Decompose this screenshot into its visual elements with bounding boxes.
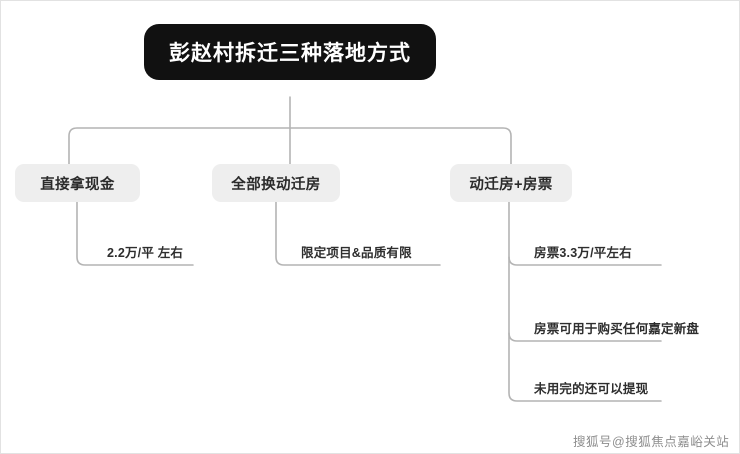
edge-root-to-branch-3 xyxy=(289,127,512,165)
leaf-node-label: 房票可用于购买任何嘉定新盘 xyxy=(534,321,700,336)
leaf-node-voucher-cashout[interactable]: 未用完的还可以提现 xyxy=(534,376,734,398)
branch-node-label: 动迁房+房票 xyxy=(469,176,553,193)
leaf-node-project-limits[interactable]: 限定项目&品质有限 xyxy=(301,240,501,262)
branch-node-relocation-housing[interactable]: 全部换动迁房 xyxy=(212,164,340,202)
leaf-node-voucher-usage[interactable]: 房票可用于购买任何嘉定新盘 xyxy=(534,316,739,338)
branch-node-housing-plus-voucher[interactable]: 动迁房+房票 xyxy=(450,164,572,202)
leaf-node-label: 未用完的还可以提现 xyxy=(534,381,649,396)
leaf-node-label: 房票3.3万/平左右 xyxy=(534,245,632,260)
root-node-label: 彭赵村拆迁三种落地方式 xyxy=(169,42,411,65)
branch-node-label: 直接拿现金 xyxy=(40,176,115,193)
edge-branch-3-spine xyxy=(508,201,662,402)
branch-node-cash[interactable]: 直接拿现金 xyxy=(15,164,140,202)
watermark-text: 搜狐号@搜狐焦点嘉峪关站 xyxy=(573,435,730,449)
edge-root-to-branch-1 xyxy=(68,127,291,165)
leaf-node-label: 限定项目&品质有限 xyxy=(301,245,412,260)
leaf-node-voucher-price[interactable]: 房票3.3万/平左右 xyxy=(534,240,734,262)
leaf-node-label: 2.2万/平 左右 xyxy=(107,245,184,260)
leaf-node-cash-price[interactable]: 2.2万/平 左右 xyxy=(107,240,287,262)
branch-node-label: 全部换动迁房 xyxy=(231,176,321,193)
root-node[interactable]: 彭赵村拆迁三种落地方式 xyxy=(144,24,436,80)
watermark: 搜狐号@搜狐焦点嘉峪关站 xyxy=(573,431,729,450)
